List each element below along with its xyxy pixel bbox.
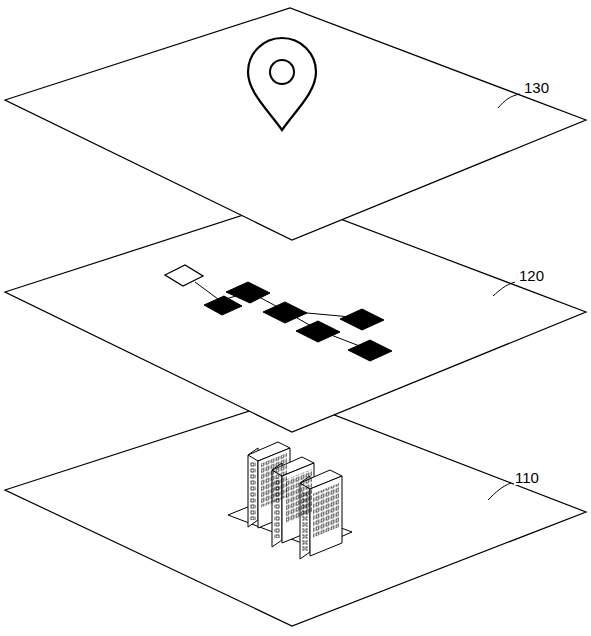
leader-line <box>498 94 520 108</box>
callout-number: 120 <box>518 268 545 283</box>
leader-line <box>493 282 515 296</box>
location-pin <box>248 38 316 130</box>
location-plane <box>5 8 586 240</box>
callout-number: 110 <box>514 470 540 485</box>
node-graph <box>165 265 392 361</box>
callout-number: 130 <box>523 80 550 95</box>
pin-hole <box>270 60 294 84</box>
building-group <box>228 442 352 559</box>
leader-line <box>488 483 511 500</box>
base-plane <box>5 398 586 626</box>
